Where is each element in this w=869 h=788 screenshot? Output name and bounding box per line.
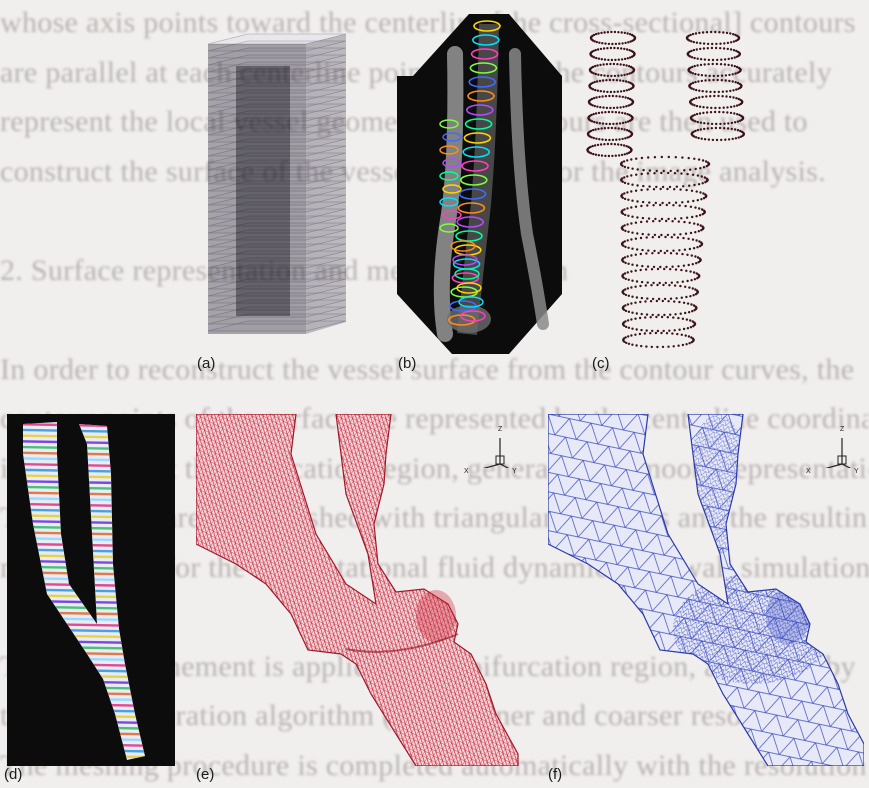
contours-volume-graphic xyxy=(397,14,562,354)
point-contours-graphic xyxy=(585,26,755,366)
panel-e-label: (e) xyxy=(196,766,214,783)
axis-y-label: Y xyxy=(512,468,517,475)
image-stack-graphic xyxy=(196,26,358,336)
panel-c-point-contours xyxy=(585,26,755,366)
panel-b-label: (b) xyxy=(398,355,416,372)
axis-triad-f: Z X Y xyxy=(812,424,860,468)
axis-z-label: Z xyxy=(840,426,844,433)
axis-triad-e: Z X Y xyxy=(470,424,518,468)
axis-z-label: Z xyxy=(498,426,502,433)
panel-b-contours-volume xyxy=(397,14,562,354)
axis-x-label: X xyxy=(806,468,811,475)
panel-c-label: (c) xyxy=(592,355,610,372)
axis-lines-icon xyxy=(812,424,860,468)
axis-x-label: X xyxy=(464,468,469,475)
panel-a-image-stack xyxy=(196,26,358,336)
axis-lines-icon xyxy=(470,424,518,468)
lofted-surface-graphic xyxy=(7,414,175,766)
panel-d-lofted-surface xyxy=(7,414,175,766)
panel-d-label: (d) xyxy=(4,766,22,783)
axis-y-label: Y xyxy=(854,468,859,475)
panel-f-label: (f) xyxy=(548,766,562,783)
panel-a-label: (a) xyxy=(197,355,215,372)
